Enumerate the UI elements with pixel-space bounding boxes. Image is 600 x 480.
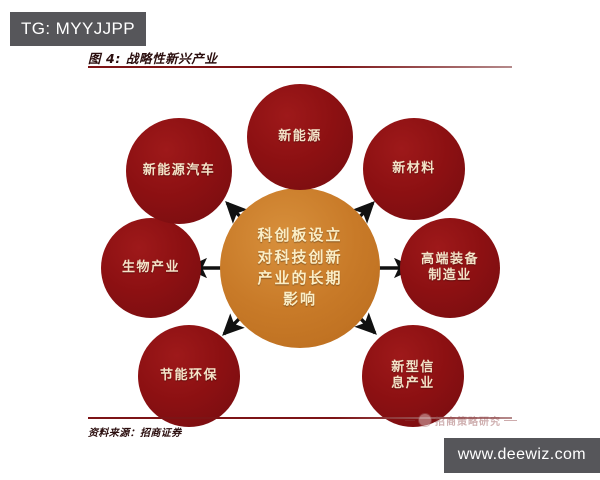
watermark-dash-icon <box>405 419 415 421</box>
tg-handle-badge: TG: MYYJJPP <box>10 12 146 46</box>
publisher-watermark: 招商策略研究 <box>405 411 517 429</box>
hub-and-spoke-diagram: 科创板设立 对科技创新 产业的长期 影响 新能源 新材料 高端装备 制造业 新型… <box>88 70 512 427</box>
node-energy-saving-label: 节能环保 <box>159 367 218 383</box>
node-new-materials[interactable]: 新材料 <box>363 118 465 220</box>
node-new-energy-vehicles-label: 新能源汽车 <box>142 162 216 178</box>
watermark-label: 招商策略研究 <box>435 416 501 428</box>
node-new-energy-vehicles[interactable]: 新能源汽车 <box>126 118 232 224</box>
source-divider <box>88 417 512 419</box>
watermark-rule <box>504 419 517 421</box>
title-divider <box>88 66 512 68</box>
site-url-badge: www.deewiz.com <box>443 438 600 473</box>
node-bio-industry-label: 生物产业 <box>121 259 180 275</box>
node-center-label: 科创板设立 对科技创新 产业的长期 影响 <box>257 226 343 309</box>
node-new-information[interactable]: 新型信 息产业 <box>362 325 464 427</box>
node-energy-saving[interactable]: 节能环保 <box>138 325 240 427</box>
node-high-end-equipment-label: 高端装备 制造业 <box>420 251 479 283</box>
node-new-energy-label: 新能源 <box>278 128 322 144</box>
node-new-information-label: 新型信 息产业 <box>391 359 435 391</box>
node-new-materials-label: 新材料 <box>392 160 436 176</box>
figure-title: 图 4: 战略性新兴产业 <box>88 51 218 66</box>
node-bio-industry[interactable]: 生物产业 <box>101 218 201 318</box>
node-new-energy[interactable]: 新能源 <box>247 84 353 190</box>
node-high-end-equipment[interactable]: 高端装备 制造业 <box>400 218 500 318</box>
node-center[interactable]: 科创板设立 对科技创新 产业的长期 影响 <box>220 188 380 348</box>
source-note: 资料来源：招商证券 <box>88 428 182 439</box>
watermark-logo-icon <box>418 413 432 427</box>
